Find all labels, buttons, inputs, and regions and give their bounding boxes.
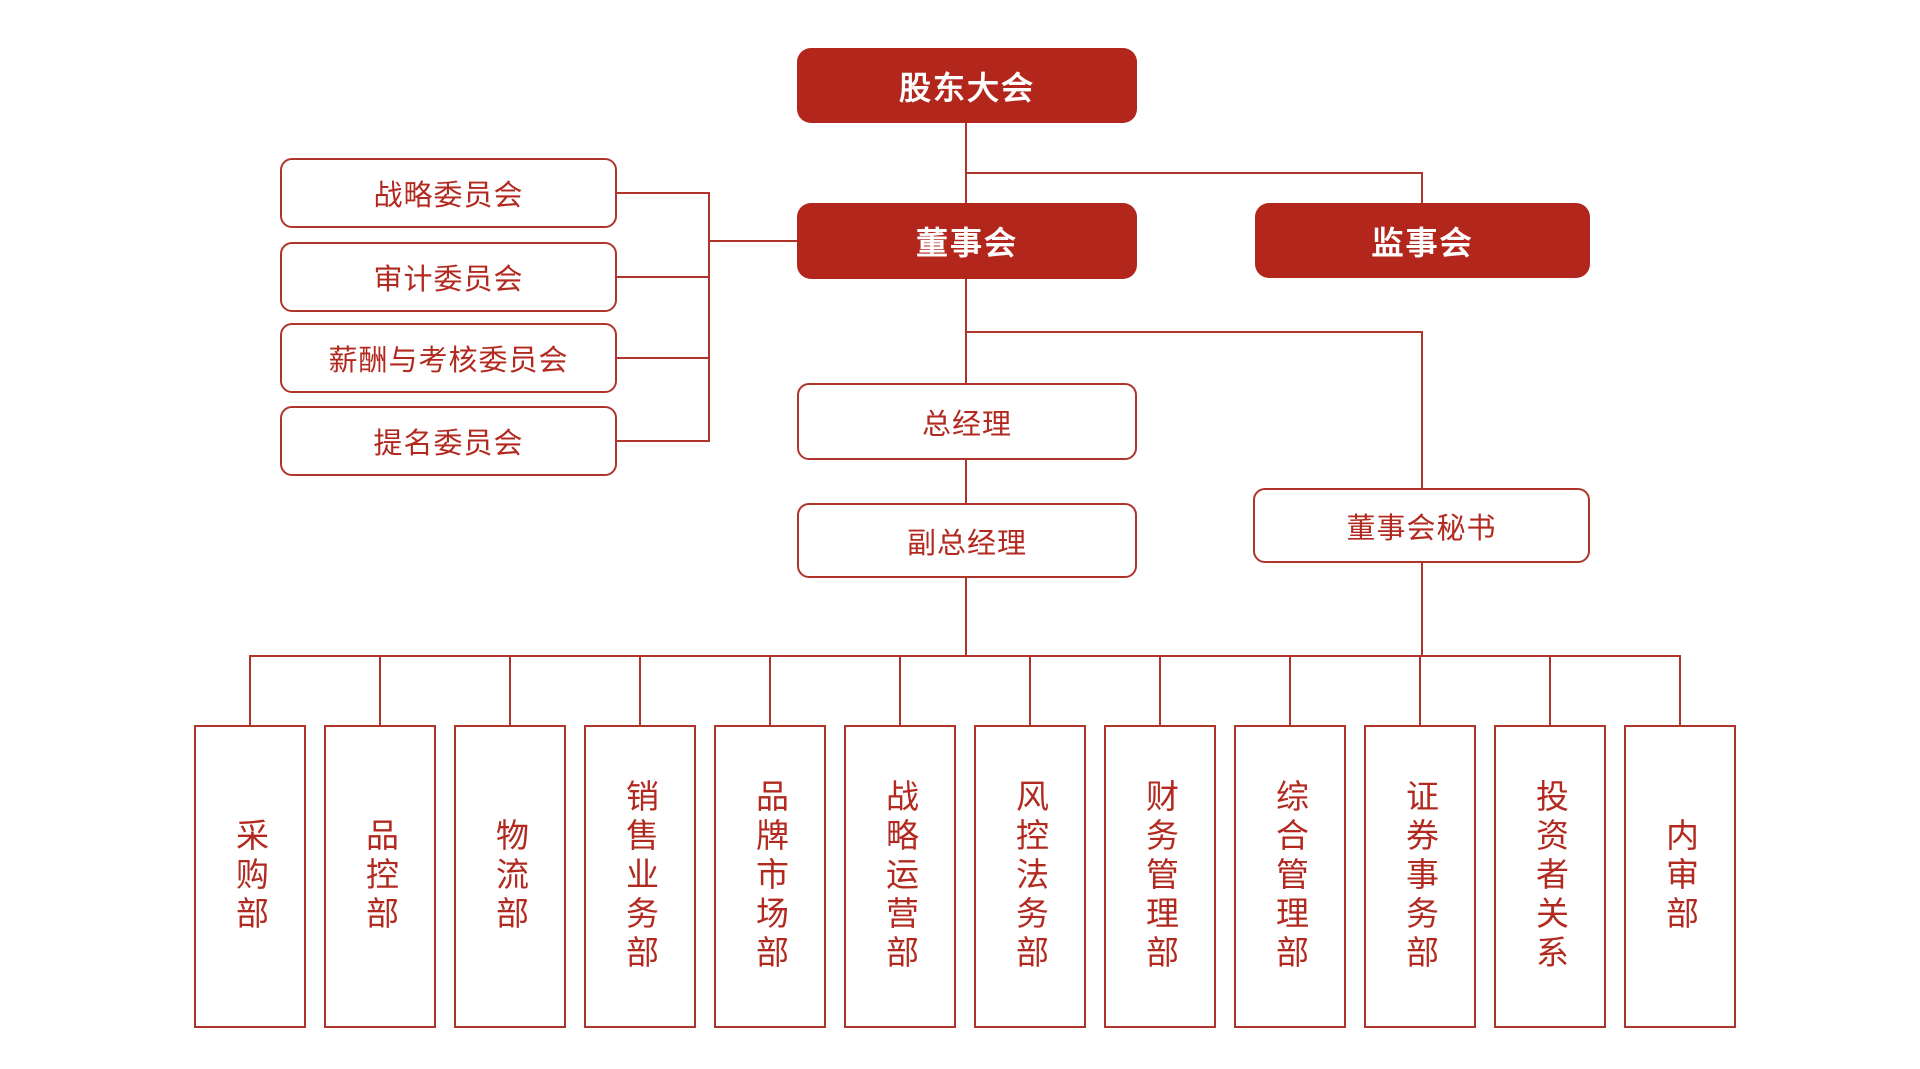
connector-top-branch	[965, 172, 1423, 174]
dept-label: 品牌市场部	[751, 779, 789, 974]
dept-label: 内审部	[1661, 818, 1699, 935]
node-deputy-general-manager: 副总经理	[797, 503, 1137, 578]
connector-committee-stub-1	[617, 192, 710, 194]
dept-label: 综合管理部	[1271, 779, 1309, 974]
connector-committee-rail	[708, 192, 710, 442]
node-dept-brand-marketing: 品牌市场部	[714, 725, 826, 1028]
node-strategy-committee: 战略委员会	[280, 158, 617, 228]
connector-committee-stub-3	[617, 357, 710, 359]
dept-label: 证券事务部	[1401, 779, 1439, 974]
connector-drop-4	[639, 655, 641, 725]
connector-committee-stub-2	[617, 276, 710, 278]
connector-drop-7	[1029, 655, 1031, 725]
connector-drop-1	[249, 655, 251, 725]
connector-drop-8	[1159, 655, 1161, 725]
connector-committee-stub-4	[617, 440, 710, 442]
connector-board-secretary-branch	[965, 331, 1423, 333]
node-dept-procurement: 采购部	[194, 725, 306, 1028]
node-dept-strategy-operations: 战略运营部	[844, 725, 956, 1028]
connector-drop-3	[509, 655, 511, 725]
node-dept-quality-control: 品控部	[324, 725, 436, 1028]
connector-to-secretary	[1421, 331, 1423, 488]
connector-to-supervisory	[1421, 172, 1423, 203]
dept-label: 品控部	[361, 818, 399, 935]
node-dept-securities: 证券事务部	[1364, 725, 1476, 1028]
connector-drop-9	[1289, 655, 1291, 725]
connector-shareholders-board	[965, 123, 967, 203]
dept-label: 风控法务部	[1011, 779, 1049, 974]
connector-secretary-spine	[1421, 563, 1423, 657]
node-board-secretary: 董事会秘书	[1253, 488, 1590, 563]
node-dept-investor-relations: 投资者关系	[1494, 725, 1606, 1028]
node-board-of-directors: 董事会	[797, 203, 1137, 279]
connector-drop-2	[379, 655, 381, 725]
node-dept-logistics: 物流部	[454, 725, 566, 1028]
node-supervisory-board: 监事会	[1255, 203, 1590, 278]
connector-drop-11	[1549, 655, 1551, 725]
node-audit-committee: 审计委员会	[280, 242, 617, 312]
node-dept-sales: 销售业务部	[584, 725, 696, 1028]
node-nomination-committee: 提名委员会	[280, 406, 617, 476]
connector-gm-dgm	[965, 460, 967, 503]
dept-label: 采购部	[231, 818, 269, 935]
connector-drop-12	[1679, 655, 1681, 725]
node-dept-general-admin: 综合管理部	[1234, 725, 1346, 1028]
connector-drop-6	[899, 655, 901, 725]
connector-committees-board	[708, 240, 797, 242]
node-dept-internal-audit: 内审部	[1624, 725, 1736, 1028]
node-dept-risk-legal: 风控法务部	[974, 725, 1086, 1028]
connector-department-spine	[250, 655, 1681, 657]
node-remuneration-appraisal-committee: 薪酬与考核委员会	[280, 323, 617, 393]
connector-drop-10	[1419, 655, 1421, 725]
dept-label: 投资者关系	[1531, 779, 1569, 974]
connector-dgm-spine	[965, 578, 967, 657]
dept-label: 财务管理部	[1141, 779, 1179, 974]
dept-label: 销售业务部	[621, 779, 659, 974]
node-dept-finance: 财务管理部	[1104, 725, 1216, 1028]
node-shareholders-meeting: 股东大会	[797, 48, 1137, 123]
dept-label: 物流部	[491, 818, 529, 935]
dept-label: 战略运营部	[881, 779, 919, 974]
node-general-manager: 总经理	[797, 383, 1137, 460]
connector-drop-5	[769, 655, 771, 725]
